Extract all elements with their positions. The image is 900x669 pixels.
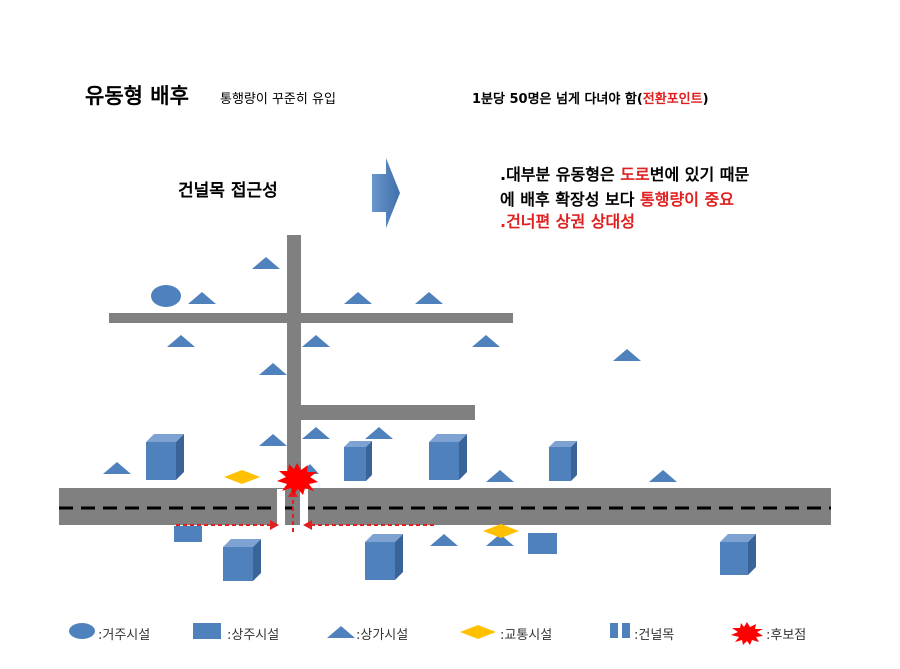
resident-facility-icon bbox=[528, 533, 557, 554]
page-title: 유동형 배후 bbox=[85, 84, 189, 108]
traffic-facility-icon bbox=[483, 524, 519, 538]
resident-facilities bbox=[146, 434, 756, 581]
commercial-facility-icon bbox=[302, 335, 330, 347]
resident-facility-icon bbox=[720, 534, 756, 575]
legend-label-residential: :거주시설 bbox=[98, 628, 151, 643]
legend-label-commercial: :상가시설 bbox=[356, 628, 409, 643]
page-subtitle: 통행량이 꾸준히 유입 bbox=[220, 92, 336, 107]
side-road-vertical bbox=[287, 235, 301, 488]
commercial-facility-icon bbox=[252, 257, 280, 269]
commercial-facility-icon bbox=[415, 292, 443, 304]
threshold-note-highlight: 전환포인트 bbox=[642, 92, 703, 107]
threshold-note: 1분당 50명은 넘게 다녀야 함(전환포인트) bbox=[472, 88, 709, 107]
traffic-facility-icon bbox=[224, 470, 260, 484]
description-line-2-red: 통행량이 중요 bbox=[640, 190, 734, 209]
commercial-facility-icon bbox=[365, 427, 393, 439]
commercial-facility-icon bbox=[302, 427, 330, 439]
threshold-note-suffix: ) bbox=[702, 92, 709, 107]
starburst-icon bbox=[731, 622, 763, 645]
resident-facility-icon bbox=[549, 441, 577, 481]
commercial-facility-icon bbox=[259, 363, 287, 375]
resident-facility-icon bbox=[365, 534, 403, 580]
resident-facility-icon bbox=[174, 526, 202, 542]
description-line-1-b: 변에 있기 때문 bbox=[649, 165, 750, 184]
commercial-facility-icon bbox=[472, 335, 500, 347]
commercial-facility-icon bbox=[430, 534, 458, 546]
crosswalk-icon bbox=[622, 623, 630, 638]
description-line-1-a: .대부분 유동형은 bbox=[500, 165, 621, 184]
commercial-facilities bbox=[103, 257, 677, 546]
description-line-1: .대부분 유동형은 도로변에 있기 때문 bbox=[500, 161, 749, 185]
crosswalk-stripe bbox=[277, 489, 285, 525]
crosswalk-icon bbox=[610, 623, 618, 638]
description-line-3: .건너편 상권 상대성 bbox=[500, 212, 635, 231]
description-line-1-red: 도로 bbox=[620, 165, 650, 184]
diamond-icon bbox=[460, 625, 496, 639]
commercial-facility-icon bbox=[486, 534, 514, 546]
side-road-upper bbox=[109, 313, 513, 323]
description-line-2: 에 배후 확장성 보다 통행량이 중요 bbox=[500, 186, 734, 210]
resident-facility-icon bbox=[146, 434, 184, 480]
flow-arrows bbox=[176, 494, 434, 532]
ellipse-icon bbox=[69, 623, 95, 639]
commercial-facility-icon bbox=[103, 462, 131, 474]
legend-label-candidate: :후보점 bbox=[766, 628, 807, 643]
legend-label-resident: :상주시설 bbox=[227, 628, 280, 643]
triangle-icon bbox=[327, 626, 355, 638]
access-label: 건널목 접근성 bbox=[178, 181, 278, 201]
commercial-facility-icon bbox=[344, 292, 372, 304]
commercial-facility-icon bbox=[613, 349, 641, 361]
direction-arrow-icon bbox=[372, 158, 400, 228]
commercial-facility-icon bbox=[259, 434, 287, 446]
description-line-2-a: 에 배후 확장성 보다 bbox=[500, 190, 641, 209]
threshold-note-text: 1분당 50명은 넘게 다녀야 함( bbox=[472, 92, 643, 107]
legend-label-crosswalk: :건널목 bbox=[634, 628, 675, 643]
crosswalk-stripe bbox=[300, 489, 308, 525]
commercial-facility-icon bbox=[486, 470, 514, 482]
legend-label-traffic: :교통시설 bbox=[500, 628, 553, 643]
residential-facility-icon bbox=[151, 285, 181, 307]
commercial-facility-icon bbox=[188, 292, 216, 304]
candidate-point-icon bbox=[277, 463, 318, 495]
side-road-lower bbox=[301, 405, 475, 420]
commercial-facility-icon bbox=[167, 335, 195, 347]
resident-facility-icon bbox=[344, 441, 372, 481]
resident-facility-icon bbox=[223, 539, 261, 581]
square-icon bbox=[193, 623, 221, 639]
commercial-facility-icon bbox=[649, 470, 677, 482]
resident-facility-icon bbox=[429, 434, 467, 480]
